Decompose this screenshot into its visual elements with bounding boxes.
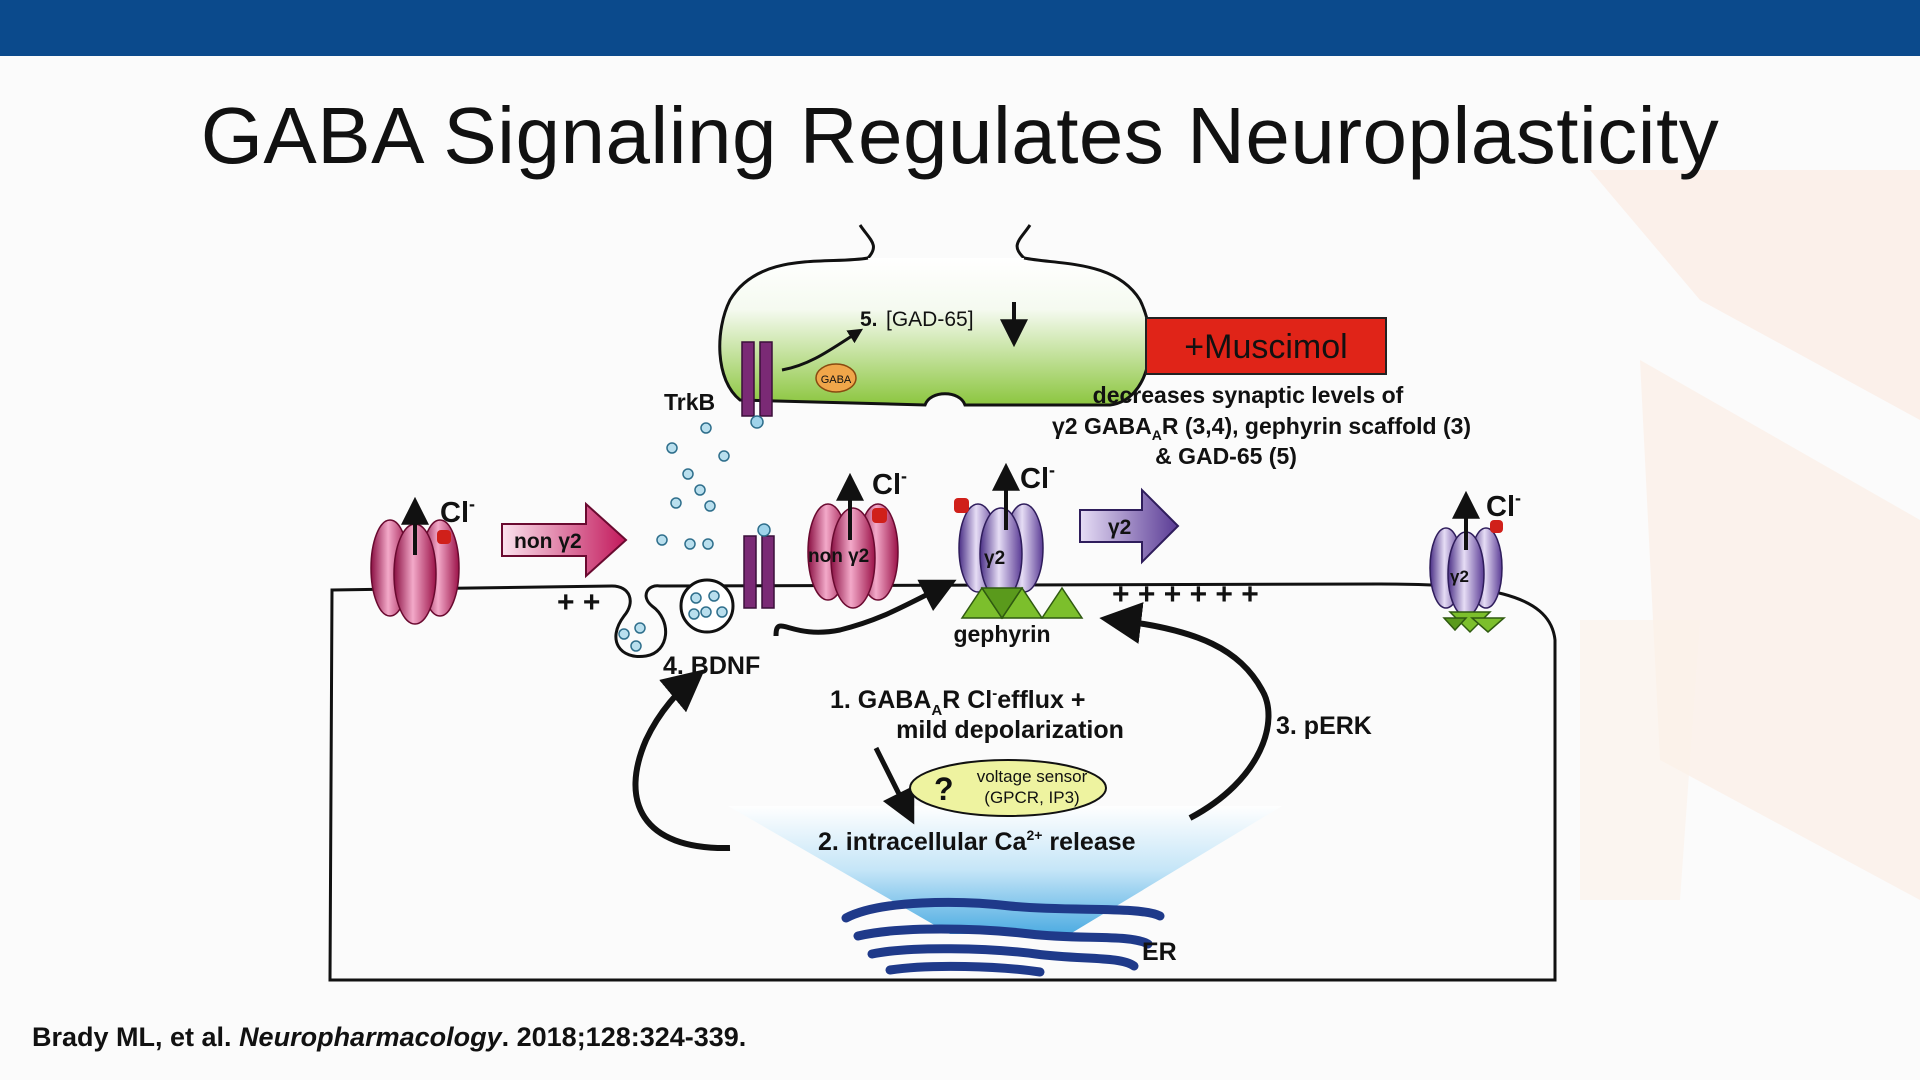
bdnf-particles — [656, 422, 730, 550]
bdnf-label: 4. BDNF — [663, 652, 760, 680]
citation: Brady ML, et al. Neuropharmacology. 2018… — [32, 1022, 747, 1052]
gamma2-receptor-right-label: γ2 — [1450, 567, 1469, 586]
gamma2-receptor-label: γ2 — [984, 548, 1005, 569]
muscimol-label: +Muscimol — [1184, 328, 1347, 366]
muscimol-box — [1145, 317, 1387, 375]
gaba-a-receptor-gamma2-center — [954, 462, 1044, 601]
gephyrin-label: gephyrin — [953, 621, 1050, 647]
gaba-vesicle — [815, 363, 857, 393]
step2-label: 2. intracellular Ca2+ release — [818, 827, 1136, 856]
er-label: ER — [1142, 938, 1177, 966]
endocytic-vesicles — [618, 578, 735, 652]
step1-to-step2-arrow — [873, 746, 915, 825]
gaba-a-receptor-non-gamma2-center — [807, 472, 899, 609]
voltage-sensor-bubble — [909, 759, 1107, 817]
step1-line2: mild depolarization — [896, 716, 1124, 744]
gaba-release-arrow — [781, 328, 864, 372]
cl-label-1: Cl- — [440, 494, 475, 529]
gephyrin-scaffold — [960, 586, 1084, 620]
non-gamma2-arrow — [501, 501, 628, 579]
muscimol-effect-line3: & GAD-65 (5) — [1155, 443, 1297, 469]
endoplasmic-reticulum — [841, 897, 1165, 977]
non-gamma2-arrow-label: non γ2 — [514, 530, 582, 553]
muscimol-effect-line1: decreases synaptic levels of — [1093, 382, 1404, 408]
voltage-sensor-line2: (GPCR, IP3) — [984, 788, 1079, 807]
step2-to-bdnf-arrow — [632, 669, 731, 852]
gad65-label: [GAD-65] — [886, 308, 974, 331]
plus-charges-left: + + — [557, 586, 600, 619]
gamma2-arrow-label: γ2 — [1108, 516, 1131, 539]
voltage-sensor-question: ? — [934, 771, 954, 807]
gamma2-arrow — [1079, 487, 1180, 565]
step2-to-perk-arrow — [1099, 602, 1272, 821]
header-bar — [0, 0, 1920, 56]
cl-label-4: Cl- — [1486, 488, 1521, 523]
trkb-receptor-postsynaptic — [743, 523, 775, 609]
non-gamma2-receptor-label: non γ2 — [808, 546, 869, 567]
gaba-vesicle-label: GABA — [821, 374, 852, 386]
gaba-a-receptor-gamma2-right — [1429, 490, 1506, 634]
cl-label-3: Cl- — [1020, 460, 1055, 495]
trkb-label: TrkB — [664, 389, 715, 415]
postsynaptic-membrane — [328, 582, 1557, 982]
step1-line1: 1. GABAAR Cl-efflux + — [830, 685, 1085, 719]
calcium-release-cone — [728, 806, 1282, 934]
step3-label: 3. pERK — [1276, 712, 1372, 740]
slide-title: GABA Signaling Regulates Neuroplasticity — [200, 91, 1720, 180]
bdnf-to-gephyrin-arrow — [773, 579, 957, 637]
voltage-sensor-line1: voltage sensor — [977, 767, 1088, 786]
gaba-a-receptor-non-gamma2-left — [370, 496, 460, 625]
plus-charges-right: + + + + + + — [1112, 578, 1259, 611]
cl-label-2: Cl- — [872, 466, 907, 501]
trkb-receptor-presynaptic — [741, 341, 773, 429]
gad65-step-label: 5. — [860, 308, 878, 331]
muscimol-effect-line2: γ2 GABAAR (3,4), gephyrin scaffold (3) — [1052, 413, 1471, 443]
